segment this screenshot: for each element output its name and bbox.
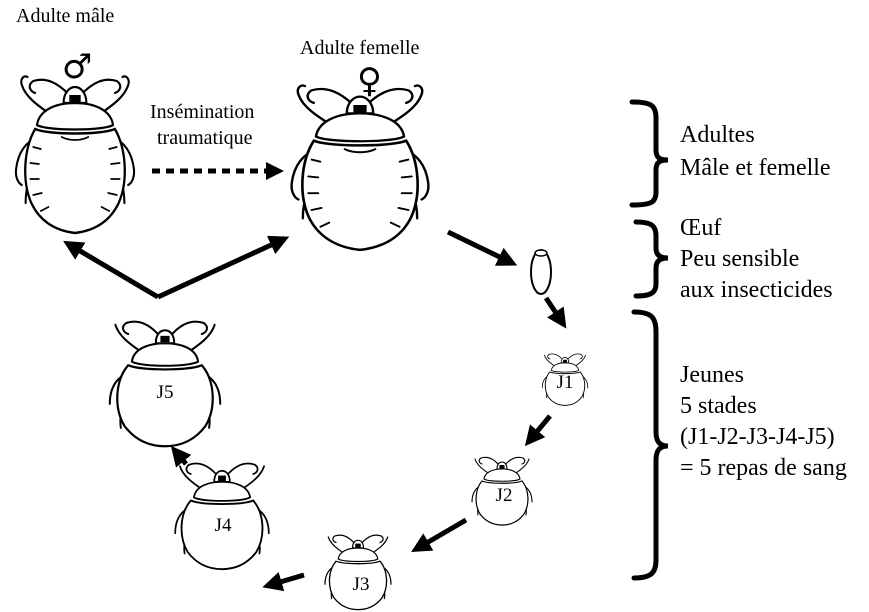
arrow-j1-to-j2 (530, 416, 550, 440)
female-symbol: ♀ (357, 64, 382, 98)
stage-label-j5: J5 (157, 383, 174, 403)
arrow-female-to-egg (448, 232, 510, 262)
stage-label-j3: J3 (353, 575, 370, 595)
egg-shape (531, 250, 551, 294)
adult-male-bug (16, 76, 134, 233)
stage-label-j4: J4 (215, 516, 232, 536)
bracket-egg (636, 222, 668, 296)
bracket-adults (632, 102, 668, 205)
legend-egg-line2: Peu sensible (680, 244, 799, 274)
nymph-j3 (325, 535, 391, 610)
legend-adults-title: Adultes (680, 120, 755, 150)
adult-male-label: Adulte mâle (16, 4, 114, 28)
legend-egg-title: Œuf (680, 213, 721, 243)
insemination-label-line1: Insémination (150, 100, 254, 124)
legend-young-line4: = 5 repas de sang (680, 453, 847, 483)
insemination-arrow (152, 162, 284, 180)
arrow-j4-to-j5 (176, 452, 186, 464)
legend-brackets (632, 102, 668, 578)
insemination-label-line2: traumatique (157, 126, 253, 150)
bracket-young (634, 312, 668, 578)
arrow-j2-to-j3 (418, 520, 466, 548)
arrow-j5-to-male (70, 245, 158, 297)
legend-egg-line3: aux insecticides (680, 275, 833, 305)
adult-female-label: Adulte femelle (300, 36, 419, 60)
arrow-j3-to-j4 (270, 575, 304, 585)
male-symbol: ♂ (62, 50, 92, 84)
legend-adults-subtitle: Mâle et femelle (680, 153, 831, 183)
legend-young-line3: (J1-J2-J3-J4-J5) (680, 422, 835, 452)
arrow-j5-to-female (158, 240, 282, 297)
legend-young-title: Jeunes (680, 360, 744, 390)
arrow-egg-to-j1 (546, 298, 562, 322)
adult-female-bug (292, 86, 429, 250)
stage-label-j2: J2 (496, 486, 513, 506)
legend-young-line2: 5 stades (680, 391, 757, 421)
stage-label-j1: J1 (557, 373, 574, 393)
